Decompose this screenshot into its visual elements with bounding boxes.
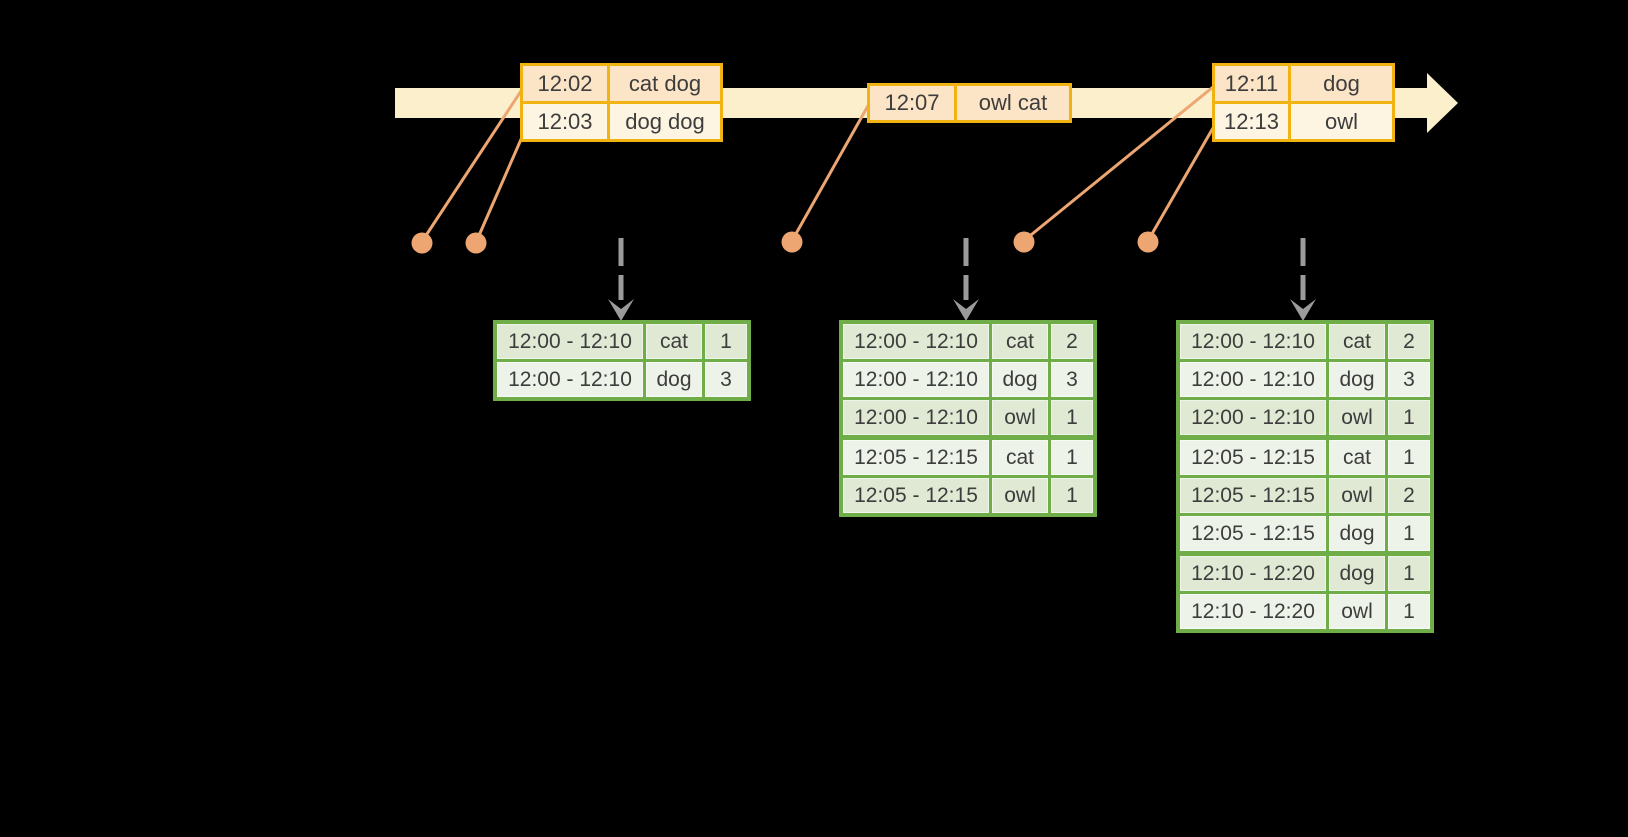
window-cell: 12:05 - 12:15 bbox=[1180, 478, 1326, 513]
event-connector-line bbox=[1025, 85, 1214, 241]
event-connector-line bbox=[791, 103, 871, 240]
window-cell: 12:05 - 12:15 bbox=[843, 440, 989, 475]
event-time-cell: 12:07 bbox=[870, 86, 954, 120]
timeline-arrowhead-icon bbox=[1427, 73, 1458, 133]
word-cell: owl bbox=[992, 478, 1048, 513]
word-cell: dog bbox=[1329, 556, 1385, 591]
word-cell: dog bbox=[1329, 362, 1385, 397]
trigger-arrowhead-icon bbox=[953, 299, 979, 321]
window-cell: 12:05 - 12:15 bbox=[1180, 440, 1326, 475]
window-cell: 12:00 - 12:10 bbox=[843, 324, 989, 359]
count-cell: 1 bbox=[1388, 400, 1430, 435]
count-cell: 1 bbox=[705, 324, 747, 359]
word-cell: cat bbox=[992, 324, 1048, 359]
count-cell: 3 bbox=[705, 362, 747, 397]
count-cell: 2 bbox=[1388, 324, 1430, 359]
count-cell: 1 bbox=[1051, 440, 1093, 475]
trigger-arrowhead-icon bbox=[608, 299, 634, 321]
window-cell: 12:00 - 12:10 bbox=[1180, 324, 1326, 359]
word-cell: cat bbox=[1329, 324, 1385, 359]
event-connector-line bbox=[421, 87, 525, 241]
word-cell: cat bbox=[1329, 440, 1385, 475]
window-cell: 12:00 - 12:10 bbox=[1180, 400, 1326, 435]
event-words-cell: owl cat bbox=[957, 86, 1069, 120]
count-cell: 2 bbox=[1051, 324, 1093, 359]
word-cell: owl bbox=[992, 400, 1048, 435]
word-cell: cat bbox=[992, 440, 1048, 475]
window-cell: 12:10 - 12:20 bbox=[1180, 594, 1326, 629]
count-cell: 1 bbox=[1388, 516, 1430, 551]
event-words-cell: owl bbox=[1291, 104, 1392, 139]
event-words-cell: dog bbox=[1291, 66, 1392, 101]
window-cell: 12:00 - 12:10 bbox=[843, 400, 989, 435]
count-cell: 1 bbox=[1388, 440, 1430, 475]
word-cell: owl bbox=[1329, 478, 1385, 513]
event-dot-icon bbox=[1013, 231, 1035, 253]
event-time-cell: 12:13 bbox=[1215, 104, 1288, 139]
count-cell: 3 bbox=[1051, 362, 1093, 397]
event-dot-icon bbox=[411, 232, 433, 254]
count-cell: 1 bbox=[1388, 594, 1430, 629]
window-cell: 12:00 - 12:10 bbox=[497, 362, 643, 397]
event-dot-icon bbox=[1137, 231, 1159, 253]
event-time-cell: 12:02 bbox=[523, 66, 607, 101]
event-words-cell: dog dog bbox=[610, 104, 720, 139]
event-dot-icon bbox=[465, 232, 487, 254]
trigger-arrowhead-icon bbox=[1290, 299, 1316, 321]
word-cell: owl bbox=[1329, 400, 1385, 435]
window-cell: 12:00 - 12:10 bbox=[843, 362, 989, 397]
count-cell: 1 bbox=[1388, 556, 1430, 591]
word-cell: dog bbox=[992, 362, 1048, 397]
window-cell: 12:00 - 12:10 bbox=[1180, 362, 1326, 397]
word-cell: owl bbox=[1329, 594, 1385, 629]
event-words-cell: cat dog bbox=[610, 66, 720, 101]
count-cell: 2 bbox=[1388, 478, 1430, 513]
window-cell: 12:10 - 12:20 bbox=[1180, 556, 1326, 591]
event-time-cell: 12:11 bbox=[1215, 66, 1288, 101]
window-cell: 12:05 - 12:15 bbox=[843, 478, 989, 513]
event-dot-icon bbox=[781, 231, 803, 253]
count-cell: 3 bbox=[1388, 362, 1430, 397]
count-cell: 1 bbox=[1051, 478, 1093, 513]
window-cell: 12:05 - 12:15 bbox=[1180, 516, 1326, 551]
word-cell: dog bbox=[1329, 516, 1385, 551]
window-cell: 12:00 - 12:10 bbox=[497, 324, 643, 359]
event-connector-line bbox=[475, 127, 528, 241]
word-cell: cat bbox=[646, 324, 702, 359]
word-cell: dog bbox=[646, 362, 702, 397]
event-time-cell: 12:03 bbox=[523, 104, 607, 139]
count-cell: 1 bbox=[1051, 400, 1093, 435]
event-connector-line bbox=[1147, 127, 1215, 240]
